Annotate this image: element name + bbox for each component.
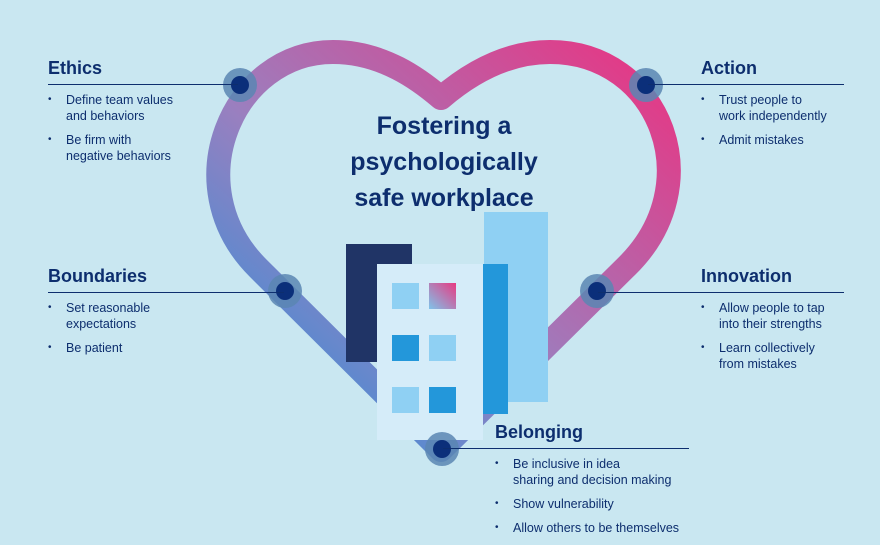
node-belonging — [425, 432, 459, 466]
belonging-item: Be inclusive in idea sharing and decisio… — [495, 456, 875, 488]
ethics-item: Be firm with negative behaviors — [48, 132, 228, 164]
node-ethics — [223, 68, 257, 102]
belonging-item: Show vulnerability — [495, 496, 875, 512]
ethics-heading: Ethics — [48, 58, 103, 78]
innovation-item: Allow people to tap into their strengths — [701, 300, 876, 332]
boundaries-list: Set reasonable expectations Be patient — [48, 300, 228, 364]
belonging-heading: Belonging — [495, 422, 583, 442]
belonging-list: Be inclusive in idea sharing and decisio… — [495, 456, 875, 544]
ethics-item: Define team values and behaviors — [48, 92, 228, 124]
boundaries-rule — [48, 292, 284, 293]
diagram-title: Fostering a psychologically safe workpla… — [350, 112, 538, 212]
boundaries-heading: Boundaries — [48, 266, 148, 286]
innovation-item: Learn collectively from mistakes — [701, 340, 876, 372]
node-innovation — [580, 274, 614, 308]
node-boundaries — [268, 274, 302, 308]
action-item: Trust people to work independently — [701, 92, 876, 124]
innovation-rule — [598, 292, 844, 293]
boundaries-item: Set reasonable expectations — [48, 300, 228, 332]
action-list: Trust people to work independently Admit… — [701, 92, 876, 156]
ethics-rule — [48, 84, 238, 85]
heart-outline-icon — [206, 40, 681, 462]
ethics-list: Define team values and behaviors Be firm… — [48, 92, 228, 172]
node-action — [629, 68, 663, 102]
belonging-rule — [443, 448, 689, 449]
action-rule — [648, 84, 844, 85]
innovation-list: Allow people to tap into their strengths… — [701, 300, 876, 380]
action-item: Admit mistakes — [701, 132, 876, 148]
office-building-icon — [346, 212, 548, 440]
boundaries-item: Be patient — [48, 340, 228, 356]
action-heading: Action — [701, 58, 757, 78]
belonging-item: Allow others to be themselves — [495, 520, 875, 536]
innovation-heading: Innovation — [701, 266, 792, 286]
